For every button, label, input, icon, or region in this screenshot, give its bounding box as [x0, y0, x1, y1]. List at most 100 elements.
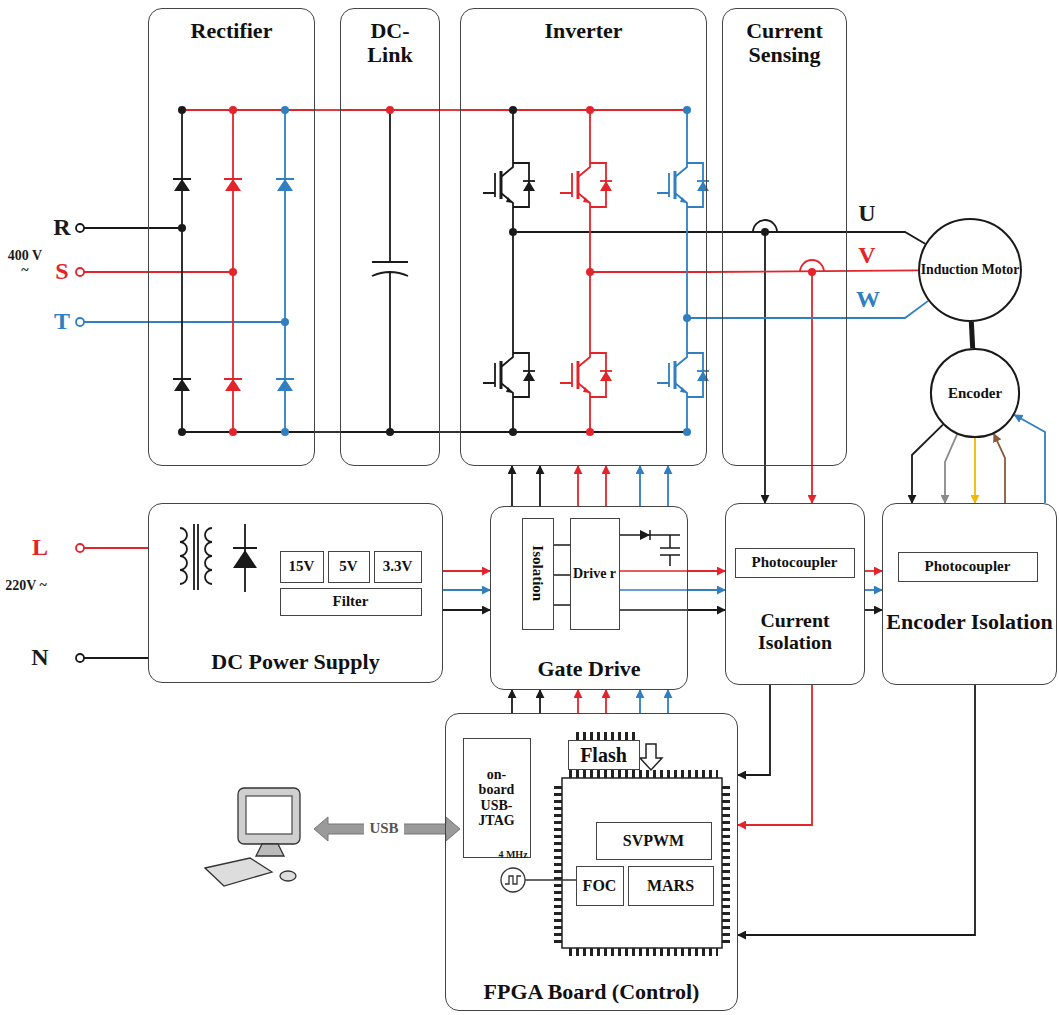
rectifier-circuit — [182, 431, 315, 433]
node-text: Encoder — [948, 385, 1002, 402]
driver-box: Drive r — [570, 518, 620, 630]
phase-name: W — [853, 286, 883, 312]
inverter-circuit — [657, 345, 709, 405]
clock-frequency: 4 MHz — [486, 849, 540, 860]
power-supply-art — [194, 524, 198, 590]
node-text: FOC — [583, 877, 617, 895]
rectifier-circuit — [82, 271, 233, 273]
phase-name: R — [50, 214, 74, 240]
block-box: Encoder IsolationPhotocoupler — [882, 503, 1057, 685]
supply-voltage: 400 V ~ — [6, 248, 44, 279]
power-supply-art — [76, 524, 257, 662]
connector — [605, 690, 607, 713]
connector — [511, 466, 513, 506]
circle-outline — [931, 349, 1019, 437]
usb-arrow — [314, 817, 460, 841]
usb-arrow — [314, 817, 460, 841]
block-box: Gate DriveIsolationDrive r — [490, 506, 688, 690]
connector — [667, 690, 669, 713]
rectifier-circuit — [76, 224, 84, 232]
connector — [440, 431, 460, 433]
inverter-circuit — [560, 155, 612, 215]
power-supply-art — [233, 550, 257, 568]
inverter-circuit — [509, 228, 517, 236]
power-supply-art — [84, 547, 148, 549]
connector — [443, 609, 490, 611]
phase-name: U — [853, 200, 881, 226]
connector — [667, 466, 669, 506]
inverter-circuit — [560, 345, 612, 405]
inverter-circuit — [683, 314, 691, 322]
clock-symbol — [525, 879, 576, 880]
connector — [738, 685, 812, 825]
inverter-circuit — [687, 110, 707, 432]
module-box: FOC — [576, 866, 624, 906]
rectifier-circuit — [281, 318, 289, 326]
connector — [865, 570, 882, 572]
rectifier-circuit — [82, 321, 285, 323]
inverter-circuit — [509, 106, 517, 114]
power-supply-art — [76, 654, 84, 662]
photocoupler-box: Photocoupler — [735, 548, 855, 578]
rectifier-circuit — [76, 318, 84, 326]
connector — [994, 434, 1005, 503]
power-supply-art — [76, 544, 84, 552]
connector — [945, 434, 957, 503]
rectifier-circuit — [173, 379, 191, 391]
module-box: SVPWM — [596, 822, 712, 860]
section-panel: Inverter — [460, 8, 707, 466]
phase-name: V — [853, 242, 881, 268]
node-text: Isolation — [529, 546, 546, 602]
node-text: Filter — [333, 593, 369, 610]
computer-icon — [256, 844, 284, 856]
section-panel: Current Sensing — [722, 8, 847, 466]
connector — [1014, 415, 1045, 503]
flash-chip: Flash — [568, 740, 640, 770]
section-panel: Rectifier — [148, 8, 315, 466]
inverter-circuit — [683, 428, 691, 436]
fpga-chip — [554, 732, 730, 956]
node-text: Induction Motor — [921, 262, 1020, 277]
current-sensor — [764, 232, 766, 466]
connector — [315, 431, 340, 433]
phase-name: T — [50, 308, 74, 334]
connector — [865, 609, 882, 611]
node-text: MARS — [647, 877, 694, 895]
inverter-circuit — [483, 345, 535, 405]
gate-drive-art — [649, 530, 651, 540]
isolation-box: Isolation — [522, 518, 554, 630]
inverter-circuit — [460, 431, 687, 433]
inverter-circuit — [586, 428, 594, 436]
connector — [974, 438, 976, 503]
connector — [639, 466, 641, 506]
rectifier-circuit — [276, 179, 294, 191]
fpga-chip — [554, 782, 562, 944]
inverter-circuit — [586, 268, 594, 276]
block-box: FPGA Board (Control)on- board USB- JTAGF… — [445, 713, 738, 1011]
motor-circle: Induction Motor — [918, 218, 1022, 322]
voltage-box: 3.3V — [374, 551, 422, 583]
connector — [738, 685, 770, 775]
inverter-circuit — [483, 155, 535, 215]
node-text: 15V — [289, 558, 315, 575]
connector — [738, 685, 975, 935]
connector — [865, 589, 882, 591]
fpga-chip — [566, 948, 718, 956]
connector — [707, 232, 925, 244]
current-sensor — [811, 272, 813, 466]
computer-icon — [205, 858, 272, 886]
computer-icon — [246, 796, 292, 834]
connector — [707, 301, 928, 318]
dc-link-capacitor — [372, 110, 408, 432]
rectifier-circuit — [76, 268, 84, 276]
computer-icon — [280, 871, 296, 881]
inverter-circuit — [509, 106, 691, 436]
node-text: Drive r — [573, 566, 616, 581]
node-text: SVPWM — [623, 832, 684, 850]
motor-shaft — [971, 322, 972, 348]
dc-link-capacitor — [340, 106, 440, 436]
node-text: DC- Link — [360, 19, 420, 67]
clock-symbol — [505, 876, 521, 884]
node-text: Current Sensing — [729, 19, 841, 67]
